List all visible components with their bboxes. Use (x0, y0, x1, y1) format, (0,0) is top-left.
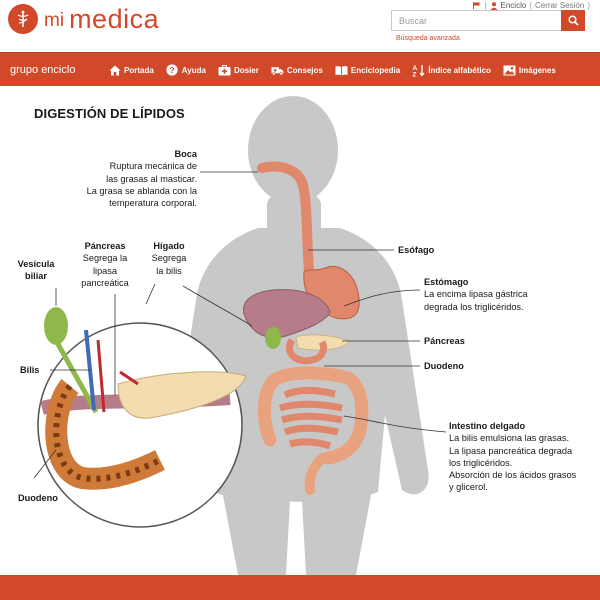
search-button[interactable] (561, 10, 585, 31)
label-name: Estómago (424, 277, 469, 287)
user-name[interactable]: Enciclo (500, 1, 527, 10)
nav-item-dosier[interactable]: Dosier (218, 64, 259, 77)
advanced-search-link[interactable]: Búsqueda avanzada (396, 35, 460, 42)
label-bilis: Bilis (20, 364, 39, 376)
label-name: Intestino delgado (449, 421, 526, 431)
nav-item-enciclopedia[interactable]: Enciclopedia (335, 64, 400, 77)
site-logo[interactable]: mi medica (8, 4, 159, 34)
gallbladder-small (265, 327, 281, 349)
callout-lines (33, 171, 447, 479)
label-name: biliar (25, 271, 47, 282)
content-area: DIGESTIÓN DE LÍPIDOS Boca Ruptura mecáni… (0, 86, 600, 575)
label-line: La grasa se ablanda con la (86, 185, 197, 196)
zoom-inset (37, 307, 247, 528)
label-name: Páncreas (424, 336, 465, 346)
logo-prefix: mi (44, 10, 65, 31)
nav-item-imagenes[interactable]: Imágenes (503, 64, 556, 77)
top-header: mi medica | Enciclo (Cerrar Sesión) Búsq… (0, 0, 600, 52)
svg-text:?: ? (170, 65, 175, 75)
label-vesicula: Vesícula biliar (14, 258, 58, 283)
main-nav: grupo enciclo Portada ? Ayuda Dosier Con… (0, 52, 600, 86)
label-name: Esófago (398, 245, 435, 255)
rectum (304, 453, 327, 495)
label-name: Boca (174, 149, 197, 159)
digestion-illustration (33, 96, 447, 575)
label-line: La encima lipasa gástrica (424, 289, 528, 300)
nav-item-label: Enciclopedia (350, 65, 401, 75)
label-estomago: Estómago La encima lipasa gástrica degra… (424, 276, 528, 313)
user-icon (490, 1, 497, 10)
label-line: las grasas al masticar. (106, 173, 197, 184)
user-bar: | Enciclo (Cerrar Sesión) (473, 1, 590, 10)
nav-item-label: Índice alfabético (428, 65, 491, 75)
label-line: Ruptura mecánica de (109, 161, 197, 172)
nav-item-portada[interactable]: Portada (108, 64, 154, 77)
label-boca: Boca Ruptura mecánica de las grasas al m… (87, 148, 197, 209)
paren-open: ( (529, 1, 532, 10)
label-duodeno-right: Duodeno (424, 360, 464, 372)
label-esofago: Esófago (398, 244, 434, 256)
search-box (391, 10, 585, 31)
search-icon (567, 15, 579, 26)
label-name: Duodeno (424, 361, 464, 371)
label-name: Páncreas (84, 241, 126, 251)
logo-name: medica (69, 3, 160, 34)
label-line: la bilis (156, 265, 182, 276)
label-name: Hígado (153, 241, 185, 251)
small-intestine (278, 386, 343, 450)
home-icon (108, 64, 121, 77)
label-pancreas-right: Páncreas (424, 335, 465, 347)
svg-text:Z: Z (413, 71, 417, 77)
nav-item-ayuda[interactable]: ? Ayuda (166, 64, 206, 77)
label-line: Segrega (151, 253, 187, 264)
caduceus-icon (8, 4, 38, 34)
book-icon (335, 64, 348, 77)
duodenum-small (286, 338, 328, 365)
nav-item-consejos[interactable]: Consejos (271, 64, 323, 77)
nav-brand[interactable]: grupo enciclo (10, 64, 76, 76)
label-line: pancreática (81, 277, 129, 288)
label-line: temperatura corporal. (109, 198, 197, 209)
footer-bar (0, 575, 600, 600)
large-intestine (257, 366, 369, 465)
label-name: Duodeno (18, 493, 58, 503)
label-line: degrada los triglicéridos. (424, 301, 524, 312)
paren-close: ) (587, 1, 590, 10)
label-line: lipasa (92, 265, 117, 276)
medkit-icon (218, 64, 231, 77)
image-icon (503, 64, 516, 77)
ambulance-icon (271, 64, 284, 77)
nav-item-label: Portada (124, 65, 154, 75)
label-intestino: Intestino delgado La bilis emulsiona las… (449, 420, 576, 494)
label-name: Bilis (20, 365, 40, 375)
label-line: Absorción de los ácidos grasos (449, 470, 577, 481)
label-duodeno-left: Duodeno (18, 492, 58, 504)
label-pancreas-left: Páncreas Segrega la lipasa pancreática (80, 240, 130, 289)
nav-item-label: Dosier (233, 65, 259, 75)
label-name: Vesícula (17, 259, 55, 269)
nav-item-label: Ayuda (181, 65, 206, 75)
question-icon: ? (166, 64, 179, 77)
search-input[interactable] (391, 10, 561, 31)
logout-link[interactable]: Cerrar Sesión (534, 1, 585, 10)
label-line: y glicerol. (449, 482, 488, 493)
svg-text:A: A (413, 65, 418, 72)
label-line: los triglicéridos. (449, 457, 513, 468)
flag-icon[interactable] (473, 2, 481, 9)
nav-item-label: Imágenes (518, 65, 556, 75)
label-line: La bilis emulsiona las grasas. (449, 433, 570, 444)
label-line: La lipasa pancreática degrada (449, 445, 573, 456)
nav-item-label: Consejos (286, 65, 323, 75)
label-line: Segrega la (82, 253, 128, 264)
esophagus (257, 161, 315, 290)
label-higado: Hígado Segrega la bilis (144, 240, 194, 277)
figure-title: DIGESTIÓN DE LÍPIDOS (34, 106, 185, 121)
body-silhouette (169, 96, 429, 575)
separator: | (484, 1, 487, 10)
